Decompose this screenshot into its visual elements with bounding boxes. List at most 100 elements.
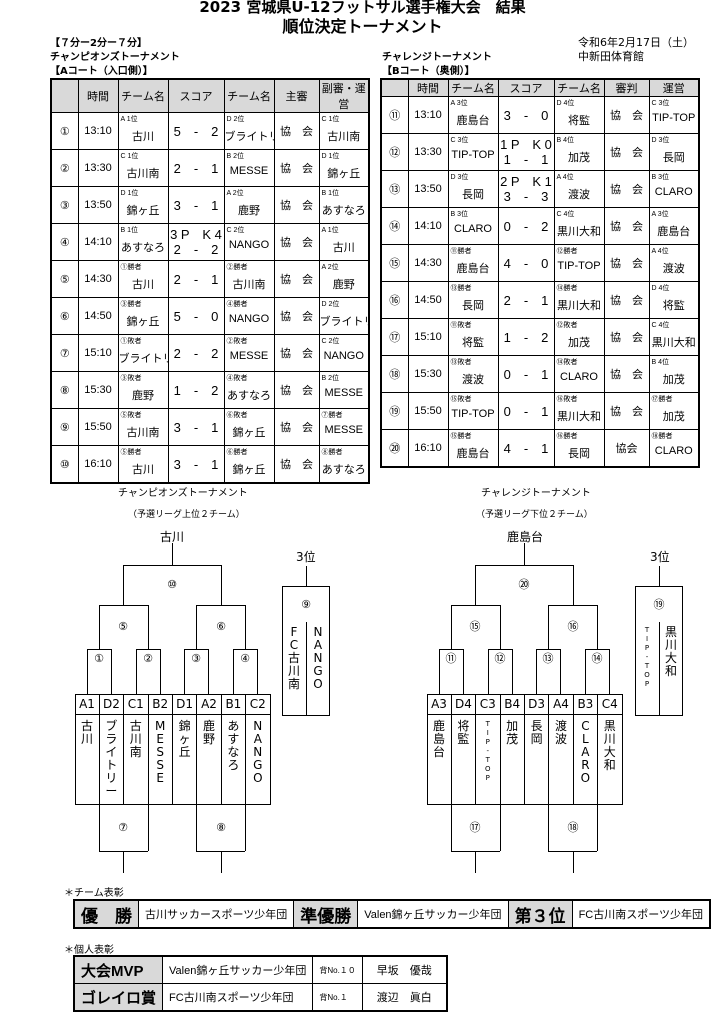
home-team-cell: B 1位あすなろ xyxy=(117,223,169,261)
match-number: ④ xyxy=(50,223,79,261)
match-time: 16:10 xyxy=(77,445,119,484)
team-name: あすなろ xyxy=(321,205,366,217)
award-team: Valen錦ヶ丘サッカー少年団 xyxy=(162,955,314,984)
column-header: スコア xyxy=(167,78,225,113)
bracket-seed: D2 xyxy=(102,697,120,711)
champions-winner: 古川 xyxy=(160,530,185,544)
bracket-seed: C1 xyxy=(127,697,144,711)
column-header: スコア xyxy=(497,78,555,97)
bracket-seed: A1 xyxy=(79,697,95,711)
bracket-semi-number: ⑯ xyxy=(565,619,581,635)
match-number: ⑱ xyxy=(380,355,409,393)
bracket-seed: B4 xyxy=(504,697,521,711)
team-seed: C 2位 xyxy=(321,338,340,345)
match-time: 13:30 xyxy=(407,133,449,171)
challenge-bracket-title: チャレンジトーナメント xyxy=(481,488,591,499)
team-seed: ⑭勝者 xyxy=(556,285,578,292)
team-seed: A 1位 xyxy=(120,116,138,123)
team-name: 古川南 xyxy=(126,168,160,180)
match-score: 3 - 1 xyxy=(167,186,225,224)
team-name: 錦ヶ丘 xyxy=(232,427,266,439)
bracket-quarter-number: ③ xyxy=(188,651,204,667)
team-name: 鹿野 xyxy=(332,279,355,291)
team-name: 黒川大和 xyxy=(557,300,601,312)
referee: 協 会 xyxy=(603,96,650,134)
assistant-cell: B 1位あすなろ xyxy=(318,186,370,224)
match-time: 14:50 xyxy=(407,281,449,319)
away-team-cell: ⑭勝者黒川大和 xyxy=(553,281,605,319)
column-header: チーム名 xyxy=(117,78,169,113)
team-name: 黒川大和 xyxy=(557,226,601,238)
award-title: 第３位 xyxy=(507,899,573,929)
team-name: CLARO xyxy=(654,445,693,457)
award-player-number: 背No.１ xyxy=(312,983,363,1012)
award-player-name: 早坂 優哉 xyxy=(361,955,448,984)
match-time: 15:10 xyxy=(407,318,449,356)
assistant-cell: ⑰勝者加茂 xyxy=(648,392,700,430)
team-seed: ⑥勝者 xyxy=(226,449,248,456)
bracket-quarter-number: ④ xyxy=(237,651,253,667)
team-name: 加茂 xyxy=(568,337,590,349)
bracket-team-name: 鹿島台 xyxy=(432,719,445,759)
team-seed: A 4位 xyxy=(651,248,669,255)
challenge-bracket-note: （予選リーグ下位２チーム） xyxy=(476,510,593,520)
bracket-team-name: 古川南 xyxy=(129,719,142,759)
home-team-cell: D 3位長岡 xyxy=(447,170,499,208)
match-number: ⑲ xyxy=(380,392,409,430)
column-header: チーム名 xyxy=(223,78,275,113)
team-name: 将監 xyxy=(462,337,484,349)
team-seed: D 4位 xyxy=(556,100,575,107)
team-name: NANGO xyxy=(228,313,270,325)
team-seed: C 3位 xyxy=(651,100,670,107)
award-team: FC古川南スポーツ少年団 xyxy=(162,983,314,1012)
away-team-cell: A 2位鹿野 xyxy=(223,186,275,224)
bracket-quarter-number: ⑬ xyxy=(540,651,556,667)
column-header xyxy=(50,78,79,113)
team-name: 渡波 xyxy=(568,189,590,201)
match-number: ② xyxy=(50,149,79,187)
individual-awards-label: ＊個人表彰 xyxy=(64,945,114,956)
team-name: CLARO xyxy=(654,186,693,198)
score-text: 2 P K 1 3 - 3 xyxy=(500,174,552,204)
team-seed: ⑭敗者 xyxy=(556,359,578,366)
match-time: 13:10 xyxy=(77,112,119,150)
match-score: 3 - 0 xyxy=(497,96,555,134)
away-team-cell: ②勝者古川南 xyxy=(223,260,275,298)
score-text: 0 - 1 xyxy=(503,403,549,419)
team-name: MESSE xyxy=(324,387,363,399)
bracket-team-name: 長岡 xyxy=(530,719,543,746)
award-player-name: 渡辺 眞白 xyxy=(361,983,448,1012)
assistant-cell: C 4位黒川大和 xyxy=(648,318,700,356)
bracket-seed: C4 xyxy=(601,697,618,711)
home-team-cell: ⑮勝者鹿島台 xyxy=(447,429,499,468)
team-seed: ②勝者 xyxy=(226,264,248,271)
away-team-cell: ⑯勝者長岡 xyxy=(553,429,605,468)
team-seed: ⑫敗者 xyxy=(556,322,578,329)
team-seed: A 3位 xyxy=(450,100,468,107)
bracket-quarter-number: ⑫ xyxy=(492,651,508,667)
home-team-cell: ⑬勝者長岡 xyxy=(447,281,499,319)
award-team: Valen錦ヶ丘サッカー少年団 xyxy=(357,899,509,929)
home-team-cell: A 1位古川 xyxy=(117,112,169,150)
team-seed: D 3位 xyxy=(450,174,469,181)
team-name: 古川南 xyxy=(126,427,160,439)
team-seed: ⑯敗者 xyxy=(556,396,578,403)
score-text: 5 - 2 xyxy=(173,123,219,139)
referee: 協 会 xyxy=(273,408,320,446)
bracket-team-name: ブライトリー xyxy=(105,719,118,798)
bracket-seed: C2 xyxy=(249,697,266,711)
match-score: 5 - 2 xyxy=(167,112,225,150)
team-name: 将監 xyxy=(662,300,685,312)
champions-bracket-title: チャンピオンズトーナメント xyxy=(118,488,248,499)
team-seed: ⑥敗者 xyxy=(226,412,248,419)
